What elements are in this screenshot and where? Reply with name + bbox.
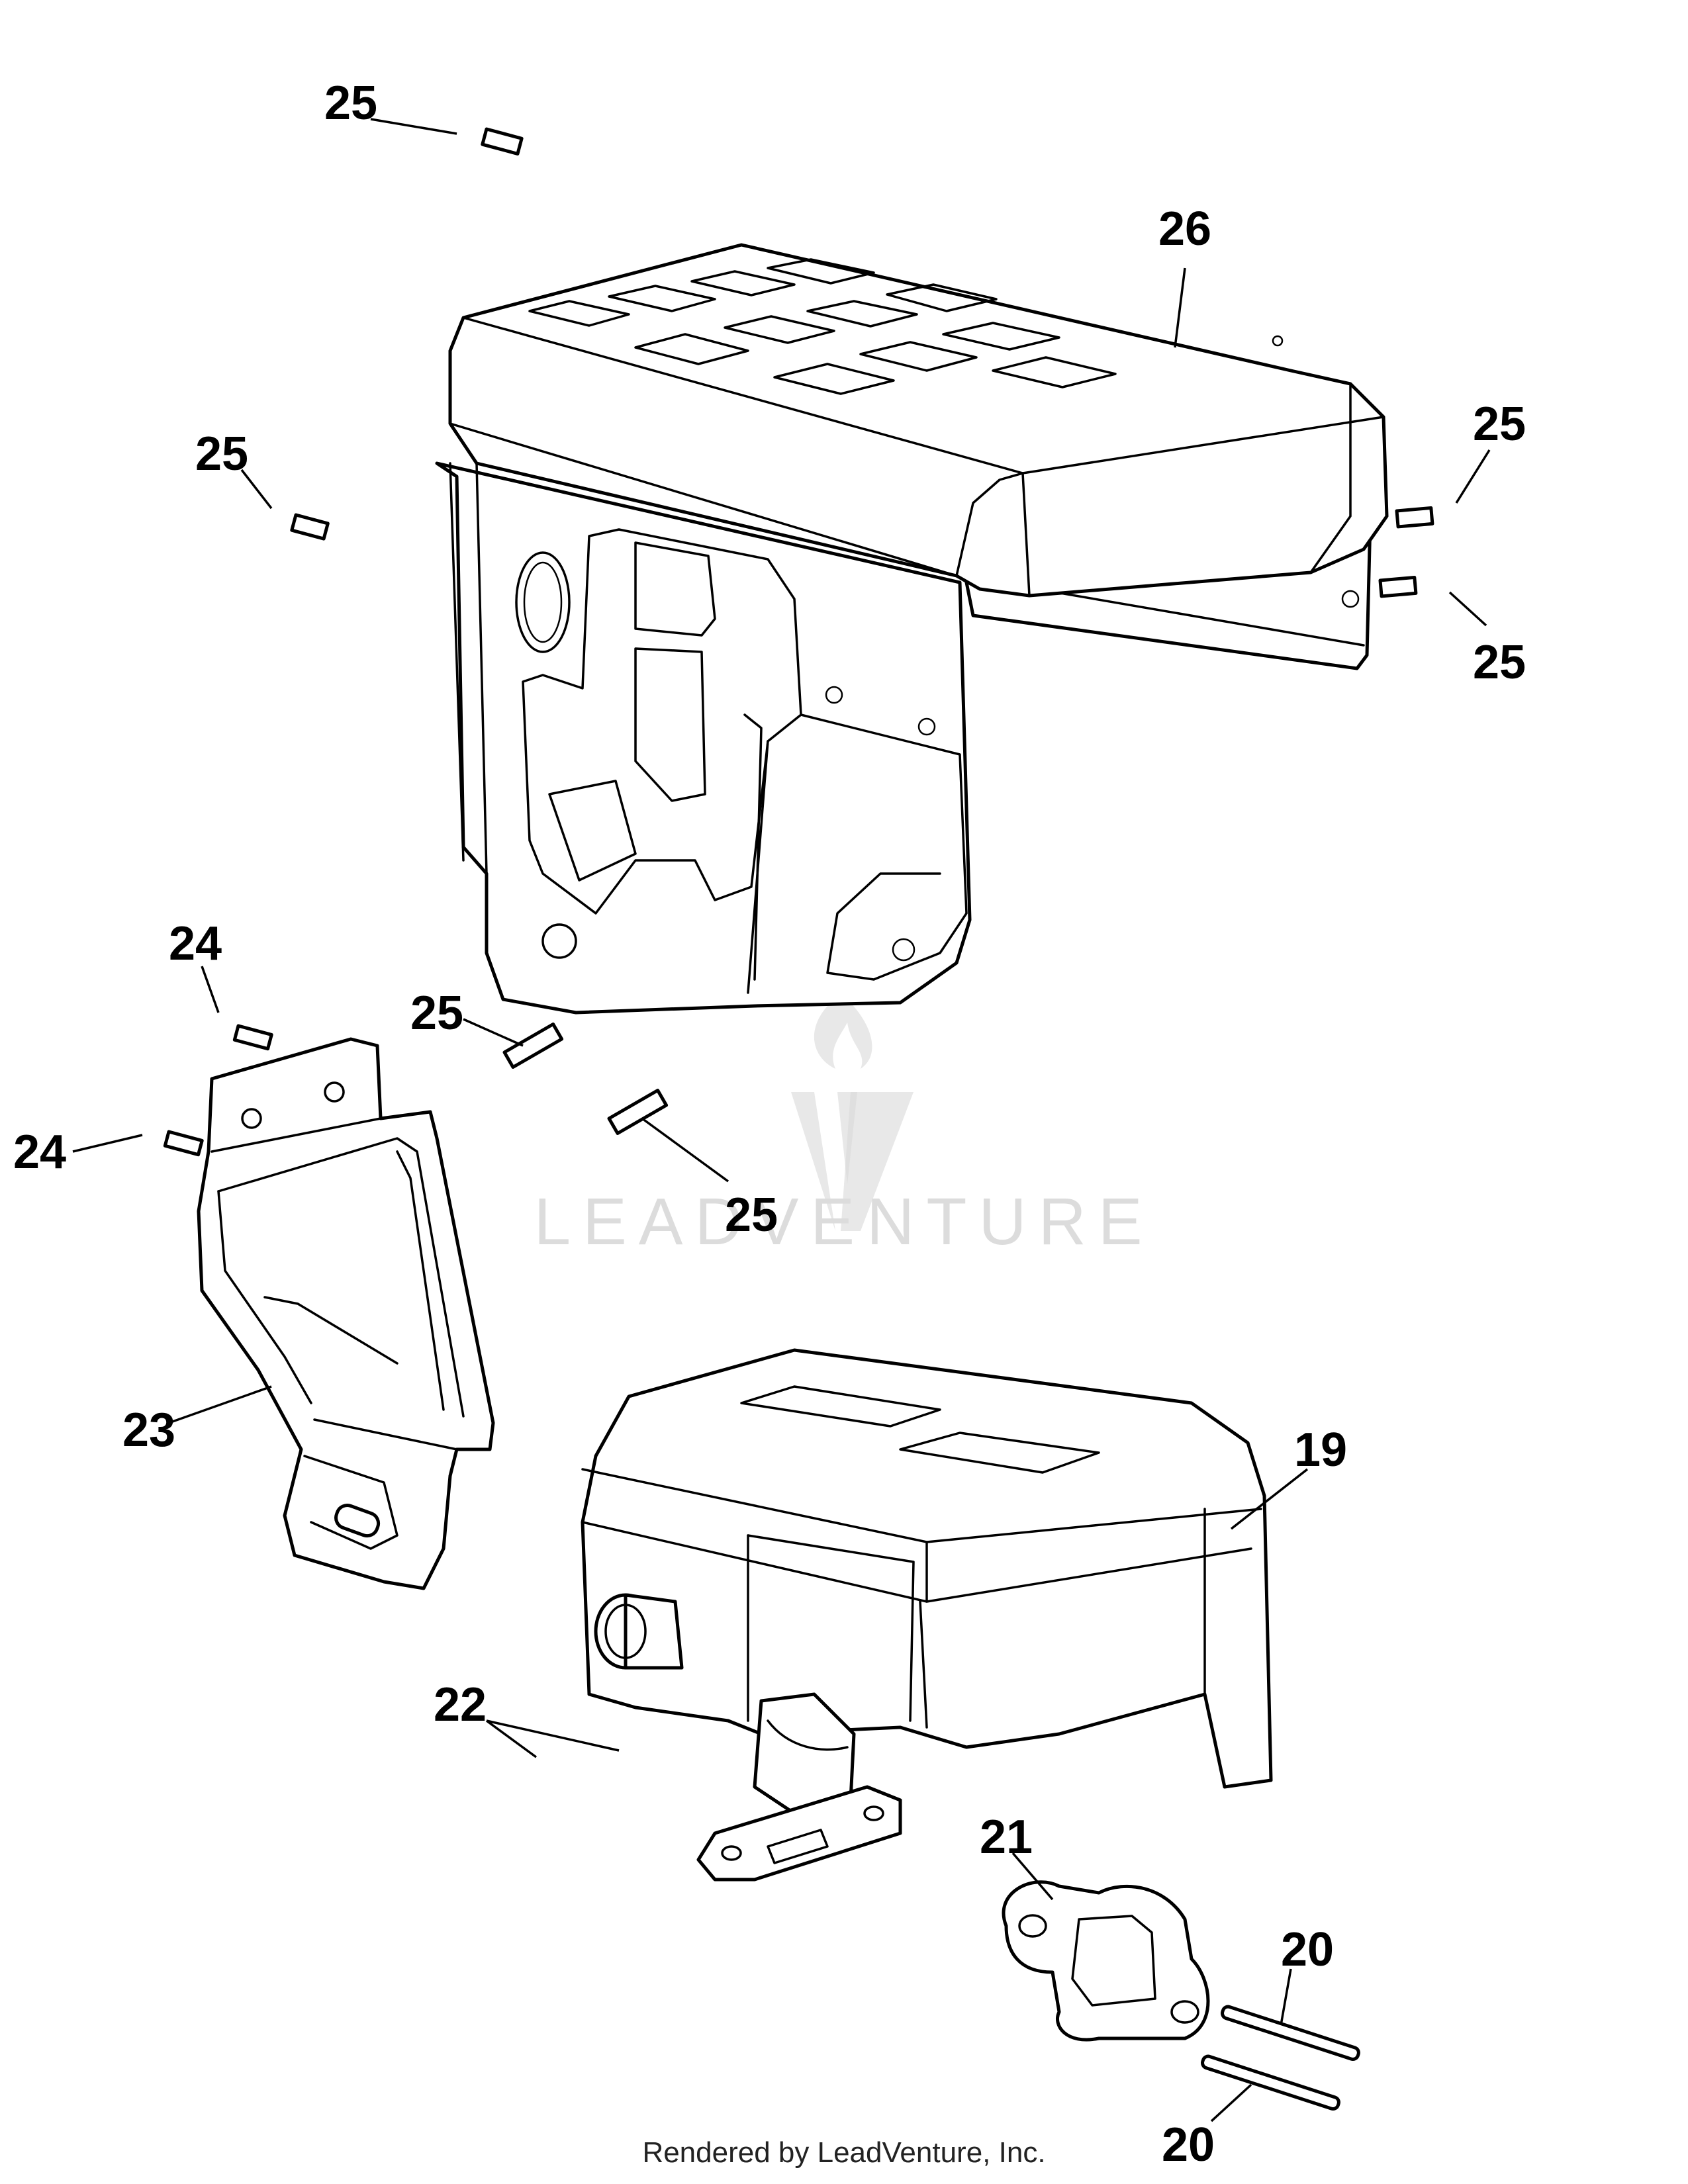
leader-20a xyxy=(1280,1968,1292,2026)
leader-20b xyxy=(1210,2083,1252,2122)
part-25-bolt-d xyxy=(1378,575,1418,598)
leader-24b xyxy=(72,1134,143,1153)
part-25-bolt-c xyxy=(1395,506,1434,529)
callout-25e: 25 xyxy=(410,987,463,1040)
callout-25f: 25 xyxy=(725,1189,778,1242)
leader-25f xyxy=(641,1117,729,1183)
footer-credit: Rendered by LeadVenture, Inc. xyxy=(642,2136,1046,2169)
part-23-heat-shield xyxy=(197,1037,495,1590)
callout-24a: 24 xyxy=(169,917,222,970)
leader-26 xyxy=(1174,267,1186,348)
leader-25a xyxy=(370,118,457,135)
leader-lines xyxy=(72,118,1491,2122)
leader-23 xyxy=(168,1385,272,1424)
leader-25b xyxy=(240,469,273,510)
leader-21 xyxy=(1011,1852,1054,1901)
callout-19: 19 xyxy=(1294,1424,1347,1477)
callout-22: 22 xyxy=(434,1678,487,1731)
watermark-text: LEADVENTURE xyxy=(534,1185,1154,1259)
part-24-bolt-b xyxy=(163,1130,204,1157)
callout-25c: 25 xyxy=(1473,398,1526,451)
callout-25a: 25 xyxy=(324,77,377,130)
callout-23: 23 xyxy=(122,1404,175,1457)
part-25-bolt-a xyxy=(481,127,524,156)
callout-24b: 24 xyxy=(13,1126,66,1179)
leader-22a xyxy=(485,1719,538,1758)
leader-22b xyxy=(486,1719,620,1752)
callout-26: 26 xyxy=(1158,203,1211,255)
part-25-bolt-b xyxy=(290,513,330,541)
leader-25d xyxy=(1448,591,1487,627)
part-21-gasket xyxy=(1002,1880,1210,2042)
part-20-stud-b xyxy=(1201,2054,1340,2111)
callout-21: 21 xyxy=(980,1811,1033,1864)
leader-25c xyxy=(1455,449,1491,504)
callout-25b: 25 xyxy=(195,428,248,480)
part-24-bolt-a xyxy=(232,1024,273,1051)
callout-25d: 25 xyxy=(1473,636,1526,689)
part-25-bolt-f xyxy=(607,1089,669,1136)
leader-19 xyxy=(1230,1468,1309,1530)
part-20-stud-a xyxy=(1221,2005,1360,2061)
leader-24a xyxy=(201,966,220,1013)
part-25-bolt-e xyxy=(502,1022,564,1069)
leader-25e xyxy=(463,1018,524,1047)
callout-20a: 20 xyxy=(1281,1923,1334,1976)
callout-labels: 25 26 25 25 25 24 24 25 25 23 19 22 21 2… xyxy=(13,77,1526,2171)
callout-20b: 20 xyxy=(1162,2118,1215,2171)
part-26-shroud xyxy=(435,243,1389,1015)
leadventure-watermark-logo xyxy=(791,999,914,1231)
part-19-muffler xyxy=(581,1348,1273,1882)
